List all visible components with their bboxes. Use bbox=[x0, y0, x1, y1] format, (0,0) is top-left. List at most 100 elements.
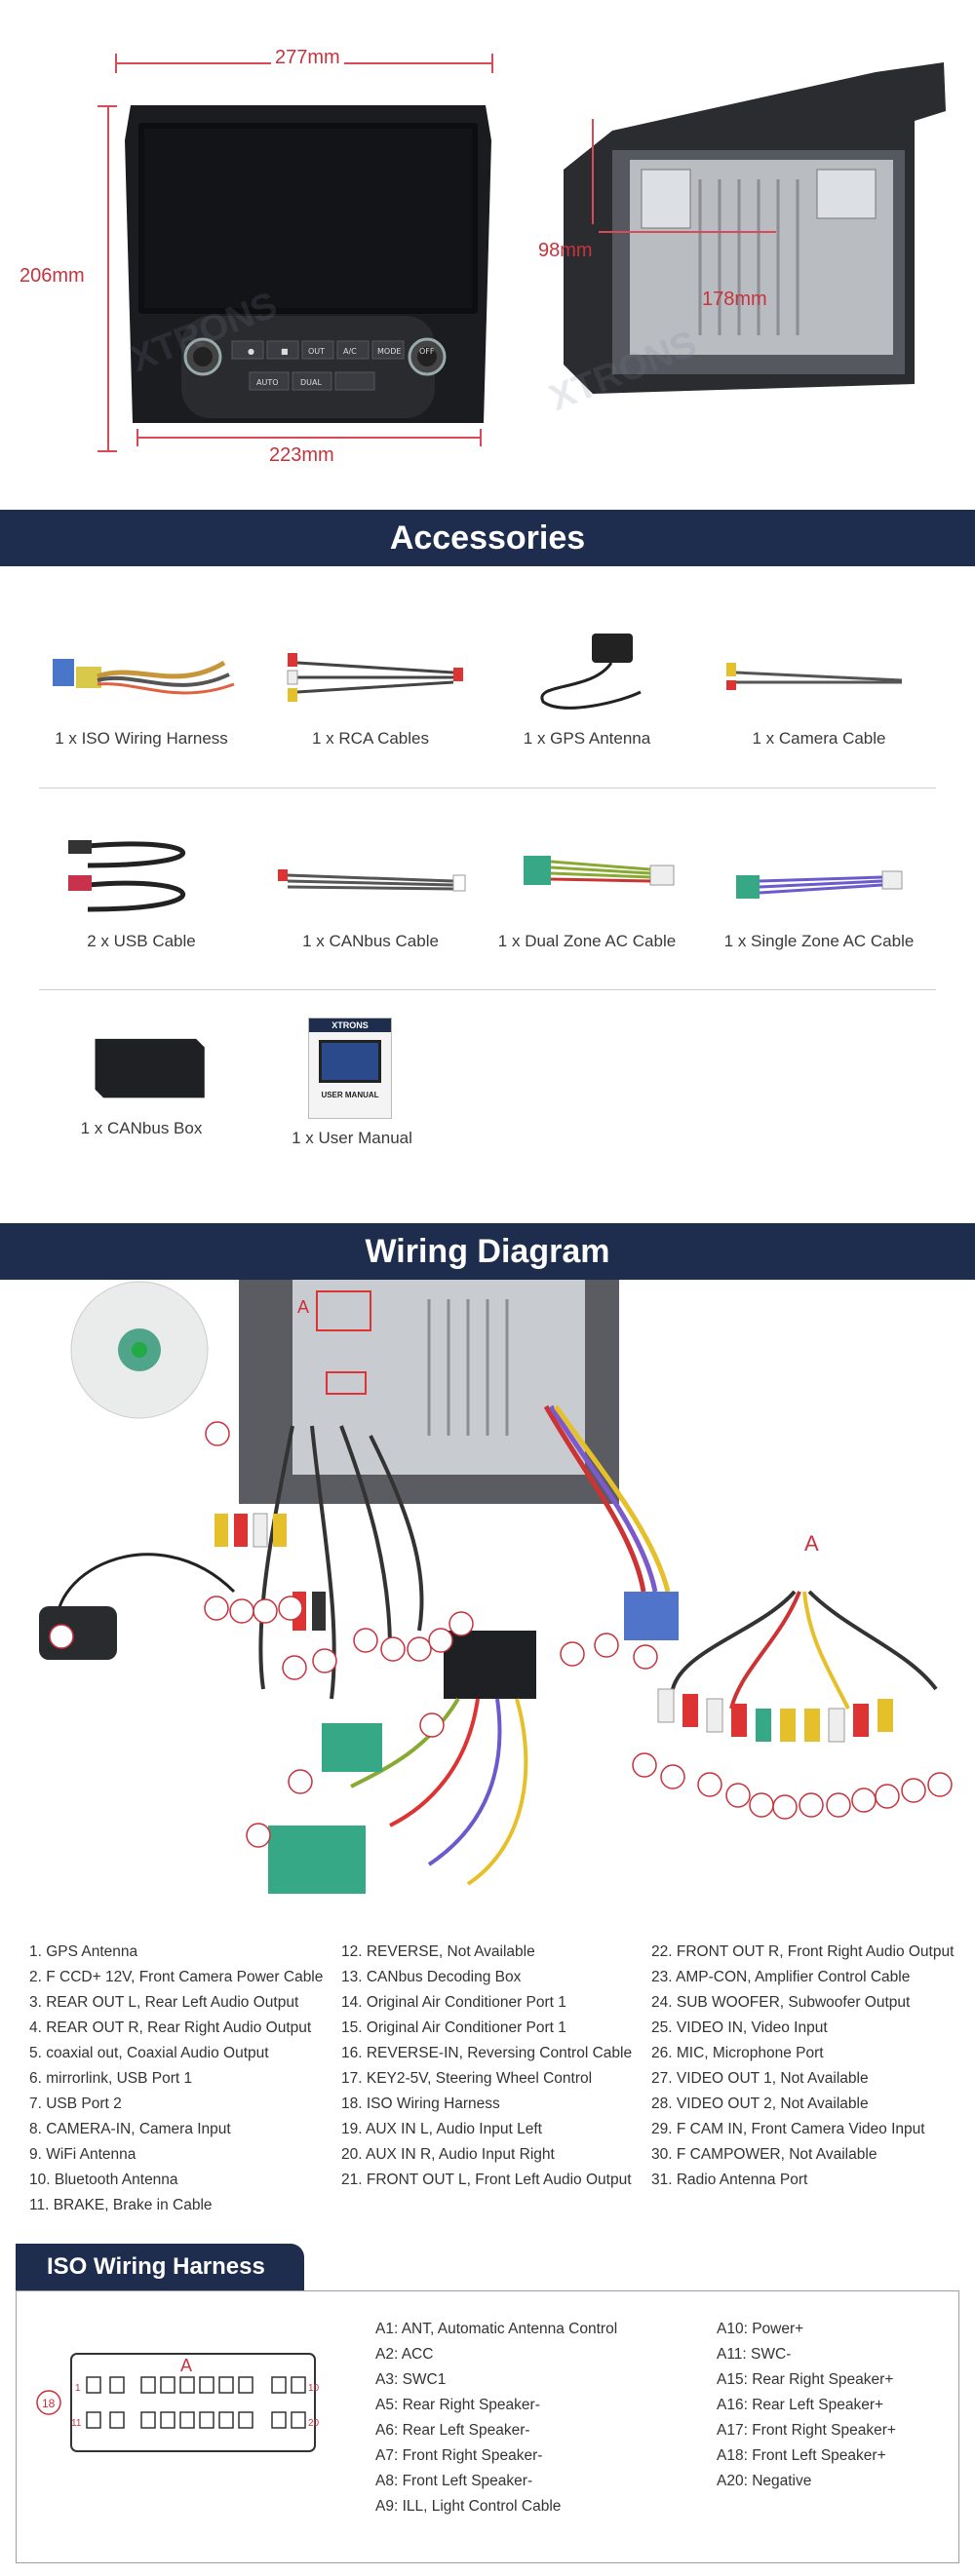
legend-item: 16. REVERSE-IN, Reversing Control Cable bbox=[341, 2045, 633, 2061]
accessory-label: 1 x CANbus Box bbox=[80, 1119, 203, 1137]
iso-pin-10: 10 bbox=[308, 2383, 320, 2394]
accessory-single-zone-ac-cable: 1 x Single Zone AC Cable bbox=[707, 827, 931, 951]
dim-tick-left-bottom bbox=[98, 450, 117, 452]
legend-item: 1. GPS Antenna bbox=[29, 1943, 138, 1960]
divider bbox=[39, 989, 936, 990]
legend-item: 28. VIDEO OUT 2, Not Available bbox=[651, 2095, 869, 2112]
user-manual-image: XTRONS USER MANUAL bbox=[240, 1014, 464, 1121]
legend-item: 8. CAMERA-IN, Camera Input bbox=[29, 2121, 231, 2137]
marker-a: A bbox=[804, 1531, 819, 1556]
legend-item: 7. USB Port 2 bbox=[29, 2095, 122, 2112]
dim-tick-top-right bbox=[491, 54, 493, 73]
dim-tick-bottom-left bbox=[136, 429, 138, 446]
legend-item: 30. F CAMPOWER, Not Available bbox=[651, 2146, 878, 2163]
accessory-canbus-box: 1 x CANbus Box bbox=[29, 1014, 254, 1138]
hu-btn-5: OFF bbox=[419, 347, 435, 356]
headunit-front-image: ● ■ OUT A/C MODE OFF AUTO DUAL bbox=[125, 105, 491, 423]
legend-item: 15. Original Air Conditioner Port 1 bbox=[341, 2019, 566, 2036]
accessory-label: 1 x RCA Cables bbox=[312, 729, 429, 748]
legend-col-1: 1. GPS Antenna 2. F CCD+ 12V, Front Camer… bbox=[29, 1940, 323, 2218]
accessory-camera-cable: 1 x Camera Cable bbox=[707, 624, 931, 749]
legend-item: 31. Radio Antenna Port bbox=[651, 2172, 808, 2188]
wiring-diagram-image: A A bbox=[39, 1280, 953, 1894]
dim-line-bottom bbox=[136, 437, 482, 439]
dim-tick-bottom-right bbox=[480, 429, 482, 446]
iso-circle-label: 18 bbox=[42, 2397, 56, 2410]
dual-zone-ac-cable-image bbox=[524, 856, 675, 886]
legend-item: A18: Front Left Speaker+ bbox=[717, 2447, 886, 2464]
hu-btn-1: ■ bbox=[281, 347, 289, 356]
dim-tick-left-top bbox=[98, 105, 117, 107]
hu-btn-4: MODE bbox=[377, 347, 401, 356]
legend-item: 14. Original Air Conditioner Port 1 bbox=[341, 1994, 566, 2011]
legend-item: 20. AUX IN R, Audio Input Right bbox=[341, 2146, 555, 2163]
accessory-label: 1 x ISO Wiring Harness bbox=[55, 729, 228, 748]
accessory-label: 1 x Single Zone AC Cable bbox=[723, 932, 915, 950]
legend-col-3: 22. FRONT OUT R, Front Right Audio Outpu… bbox=[651, 1940, 954, 2193]
accessory-dual-zone-ac-cable: 1 x Dual Zone AC Cable bbox=[475, 827, 699, 951]
accessory-user-manual: XTRONS USER MANUAL 1 x User Manual bbox=[240, 1014, 464, 1148]
accessory-label: 1 x GPS Antenna bbox=[523, 729, 651, 748]
accessory-gps-antenna: 1 x GPS Antenna bbox=[475, 624, 699, 749]
legend-item: A11: SWC- bbox=[717, 2346, 792, 2363]
legend-item: A2: ACC bbox=[375, 2346, 434, 2363]
iso-connector-marker: A bbox=[180, 2356, 192, 2375]
dim-width-label: 277mm bbox=[271, 47, 344, 69]
legend-item: 19. AUX IN L, Audio Input Left bbox=[341, 2121, 542, 2137]
dim-bottom-label: 223mm bbox=[269, 444, 334, 466]
hu-btn-7: DUAL bbox=[300, 378, 322, 387]
legend-item: 13. CANbus Decoding Box bbox=[341, 1969, 522, 1985]
legend-item: 26. MIC, Microphone Port bbox=[651, 2045, 824, 2061]
legend-item: A1: ANT, Automatic Antenna Control bbox=[375, 2321, 618, 2337]
legend-item: A5: Rear Right Speaker- bbox=[375, 2397, 540, 2413]
canbus-cable-image bbox=[278, 869, 466, 892]
iso-pins-col-2: A10: Power+A11: SWC-A15: Rear Right Spea… bbox=[717, 2317, 896, 2494]
legend-item: 5. coaxial out, Coaxial Audio Output bbox=[29, 2045, 269, 2061]
legend-item: 18. ISO Wiring Harness bbox=[341, 2095, 500, 2112]
legend-item: 3. REAR OUT L, Rear Left Audio Output bbox=[29, 1994, 299, 2011]
hu-btn-6: AUTO bbox=[256, 378, 279, 387]
legend-item: 22. FRONT OUT R, Front Right Audio Outpu… bbox=[651, 1943, 955, 1960]
gps-antenna-image bbox=[540, 634, 642, 710]
manual-title: USER MANUAL bbox=[321, 1091, 379, 1099]
legend-item: 21. FRONT OUT L, Front Left Audio Output bbox=[341, 2172, 632, 2188]
legend-item: 9. WiFi Antenna bbox=[29, 2146, 136, 2163]
iso-pin-11: 11 bbox=[71, 2418, 82, 2429]
rca-cables-image bbox=[287, 653, 463, 702]
hu-btn-0: ● bbox=[248, 347, 254, 356]
legend-item: 11. BRAKE, Brake in Cable bbox=[29, 2197, 213, 2213]
dim-tick-top-left bbox=[115, 54, 117, 73]
legend-item: 4. REAR OUT R, Rear Right Audio Output bbox=[29, 2019, 312, 2036]
accessory-label: 1 x Camera Cable bbox=[752, 729, 886, 748]
iso-pin-1: 1 bbox=[75, 2383, 81, 2394]
accessory-label: 1 x CANbus Cable bbox=[302, 932, 439, 950]
accessory-label: 1 x User Manual bbox=[292, 1129, 412, 1147]
iso-connector-diagram: 18 A 1 10 11 20 bbox=[36, 2353, 320, 2452]
iso-title: ISO Wiring Harness bbox=[16, 2244, 304, 2290]
legend-item: A9: ILL, Light Control Cable bbox=[375, 2498, 562, 2515]
iso-harness-image bbox=[53, 659, 235, 695]
legend-item: 2. F CCD+ 12V, Front Camera Power Cable bbox=[29, 1969, 324, 1985]
dim-depth-width-label: 178mm bbox=[702, 288, 767, 310]
dim-line-left bbox=[107, 105, 109, 452]
legend-item: 6. mirrorlink, USB Port 1 bbox=[29, 2070, 193, 2087]
legend-item: A15: Rear Right Speaker+ bbox=[717, 2371, 894, 2388]
canbus-box-image bbox=[95, 1038, 205, 1098]
manual-brand: XTRONS bbox=[309, 1019, 391, 1032]
accessory-label: 2 x USB Cable bbox=[87, 932, 196, 950]
legend-item: 29. F CAM IN, Front Camera Video Input bbox=[651, 2121, 925, 2137]
dimensions-section: 277mm 206mm 223mm ● ■ OUT A/C MODE OFF A… bbox=[0, 0, 975, 487]
legend-item: 27. VIDEO OUT 1, Not Available bbox=[651, 2070, 869, 2087]
legend-item: 23. AMP-CON, Amplifier Control Cable bbox=[651, 1969, 911, 1985]
legend-item: A7: Front Right Speaker- bbox=[375, 2447, 543, 2464]
legend-item: A3: SWC1 bbox=[375, 2371, 447, 2388]
legend-item: 24. SUB WOOFER, Subwoofer Output bbox=[651, 1994, 911, 2011]
usb-cable-image bbox=[68, 840, 185, 912]
hu-btn-2: OUT bbox=[308, 347, 325, 356]
accessory-canbus-cable: 1 x CANbus Cable bbox=[258, 827, 483, 951]
accessory-rca-cables: 1 x RCA Cables bbox=[258, 624, 483, 749]
dim-height-label: 206mm bbox=[20, 265, 85, 287]
dim-depth-height-label: 98mm bbox=[538, 240, 593, 261]
